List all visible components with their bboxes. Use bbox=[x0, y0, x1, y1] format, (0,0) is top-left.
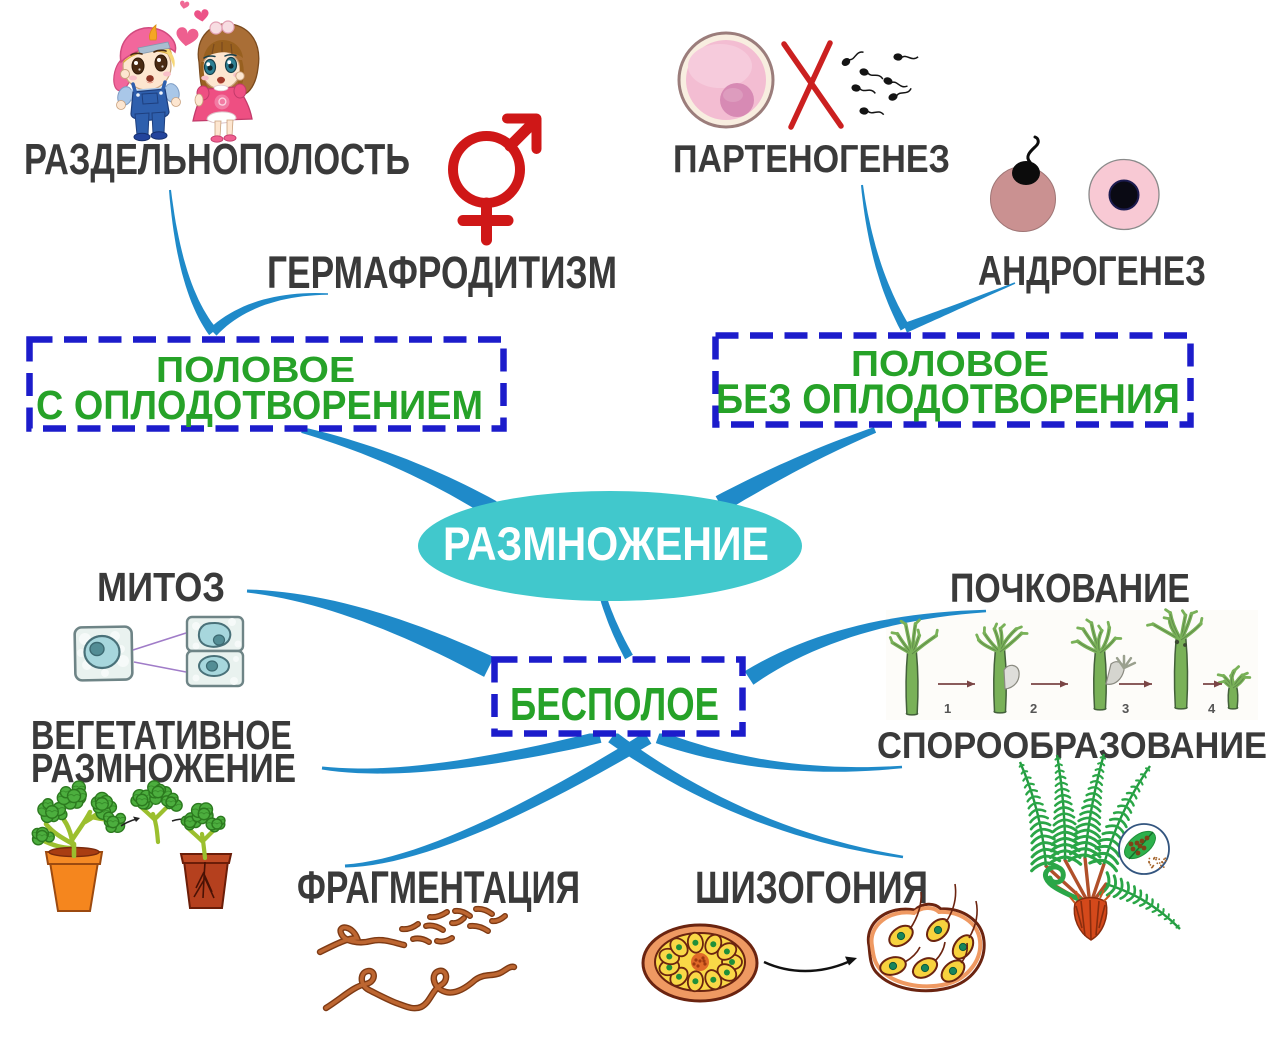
svg-text:РАЗДЕЛЬНОПОЛОСТЬ: РАЗДЕЛЬНОПОЛОСТЬ bbox=[24, 135, 410, 184]
svg-text:ПОЛОВОЕ: ПОЛОВОЕ bbox=[851, 343, 1049, 384]
svg-text:1: 1 bbox=[944, 701, 951, 716]
svg-text:СПОРООБРАЗОВАНИЕ: СПОРООБРАЗОВАНИЕ bbox=[877, 725, 1267, 766]
svg-text:РАЗМНОЖЕНИЕ: РАЗМНОЖЕНИЕ bbox=[31, 745, 296, 791]
svg-text:РАЗМНОЖЕНИЕ: РАЗМНОЖЕНИЕ bbox=[443, 517, 769, 570]
svg-text:ПАРТЕНОГЕНЕЗ: ПАРТЕНОГЕНЕЗ bbox=[673, 138, 950, 181]
svg-text:С ОПЛОДОТВОРЕНИЕМ: С ОПЛОДОТВОРЕНИЕМ bbox=[36, 382, 483, 428]
svg-text:ПОЧКОВАНИЕ: ПОЧКОВАНИЕ bbox=[950, 565, 1190, 611]
svg-text:АНДРОГЕНЕЗ: АНДРОГЕНЕЗ bbox=[978, 247, 1206, 294]
svg-text:ШИЗОГОНИЯ: ШИЗОГОНИЯ bbox=[695, 862, 928, 913]
svg-text:ВЕГЕТАТИВНОЕ: ВЕГЕТАТИВНОЕ bbox=[31, 712, 292, 758]
svg-text:3: 3 bbox=[1122, 701, 1129, 716]
svg-text:МИТОЗ: МИТОЗ bbox=[97, 564, 225, 610]
svg-text:БЕСПОЛОЕ: БЕСПОЛОЕ bbox=[510, 678, 719, 730]
svg-text:ПОЛОВОЕ: ПОЛОВОЕ bbox=[156, 349, 355, 390]
svg-text:4: 4 bbox=[1208, 701, 1216, 716]
svg-text:ФРАГМЕНТАЦИЯ: ФРАГМЕНТАЦИЯ bbox=[297, 862, 580, 913]
svg-text:ГЕРМАФРОДИТИЗМ: ГЕРМАФРОДИТИЗМ bbox=[267, 247, 617, 298]
svg-text:БЕЗ ОПЛОДОТВОРЕНИЯ: БЕЗ ОПЛОДОТВОРЕНИЯ bbox=[716, 375, 1180, 422]
svg-text:2: 2 bbox=[1030, 701, 1037, 716]
